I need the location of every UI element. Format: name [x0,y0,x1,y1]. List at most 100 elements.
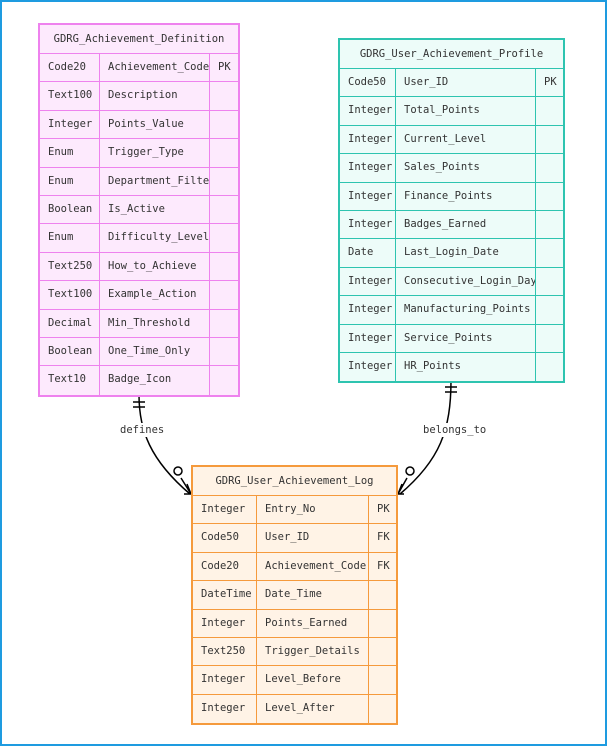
attribute-key: FK [377,531,390,544]
attribute-name: Example_Action [100,281,210,309]
attribute-name: Min_Threshold [100,309,210,337]
attribute-type: Decimal [40,309,100,337]
attribute-type: Code50 [340,69,396,97]
attribute-type: DateTime [193,581,257,609]
attribute-name: User_ID [396,69,536,97]
attribute-key [369,666,396,693]
attribute-key [536,239,563,266]
attribute-name: Points_Value [100,110,210,139]
attribute-type: Integer [340,97,396,125]
attribute-name: How_to_Achieve [100,252,210,281]
attribute-type: Enum [40,139,100,167]
attribute-name: Manufacturing_Points [396,296,536,324]
attribute-name: Department_Filter [100,167,210,195]
attribute-type: Integer [340,267,396,296]
attribute-key [536,126,563,153]
attribute-type: Text100 [40,281,100,309]
attribute-type: Integer [193,609,257,637]
attribute-key [369,695,396,723]
attribute-name: User_ID [257,524,369,552]
attribute-name: Finance_Points [396,182,536,210]
attribute-key [536,183,563,210]
attribute-key: FK [377,559,390,572]
attribute-type: Text100 [40,82,100,110]
attribute-name: Last_Login_Date [396,239,536,267]
attribute-type: Integer [340,125,396,154]
attribute-name: Level_Before [257,666,369,694]
belongs-to-crowfoot [397,477,408,495]
attribute-type: Text250 [193,637,257,666]
attribute-key [536,296,563,323]
attribute-type: Enum [40,224,100,252]
attribute-key [536,211,563,238]
attribute-type: Code20 [193,552,257,581]
attribute-name: Difficulty_Level [100,224,210,252]
attribute-key [536,325,563,352]
attribute-key [210,310,238,337]
entity-title: GDRG_Achievement_Definition [40,25,238,54]
attribute-key [210,139,238,166]
attribute-name: Current_Level [396,125,536,154]
attribute-name: Consecutive_Login_Days [396,267,536,296]
defines-crowfoot [180,477,192,495]
attribute-name: Service_Points [396,324,536,352]
belongs-to-label: belongs_to [420,423,490,437]
attribute-name: Badges_Earned [396,210,536,239]
attribute-name: Is_Active [100,195,210,224]
attribute-key [536,268,563,295]
attribute-key [210,196,238,223]
attribute-type: Integer [340,296,396,324]
attribute-key: PK [218,61,231,73]
attribute-type: Code50 [193,524,257,552]
defines-connector-line [138,394,191,495]
attribute-type: Code20 [40,54,100,82]
attribute-type: Integer [340,182,396,210]
attribute-key [536,154,563,181]
attribute-key [210,253,238,280]
entity-title: GDRG_User_Achievement_Profile [340,40,563,69]
defines-label: defines [117,423,168,437]
attribute-name: Achievement_Code [100,54,210,82]
attribute-key [369,581,396,608]
attribute-type: Text10 [40,366,100,395]
attribute-key [536,97,563,124]
attribute-key [369,610,396,637]
belongs-to-zero-circle [405,466,415,476]
attribute-name: Points_Earned [257,609,369,637]
attribute-type: Boolean [40,195,100,224]
attribute-type: Integer [340,352,396,382]
attribute-key [210,82,238,109]
attribute-type: Integer [193,694,257,724]
attribute-name: Total_Points [396,97,536,125]
attribute-type: Integer [40,110,100,139]
attribute-name: One_Time_Only [100,337,210,366]
attribute-type: Integer [193,666,257,694]
